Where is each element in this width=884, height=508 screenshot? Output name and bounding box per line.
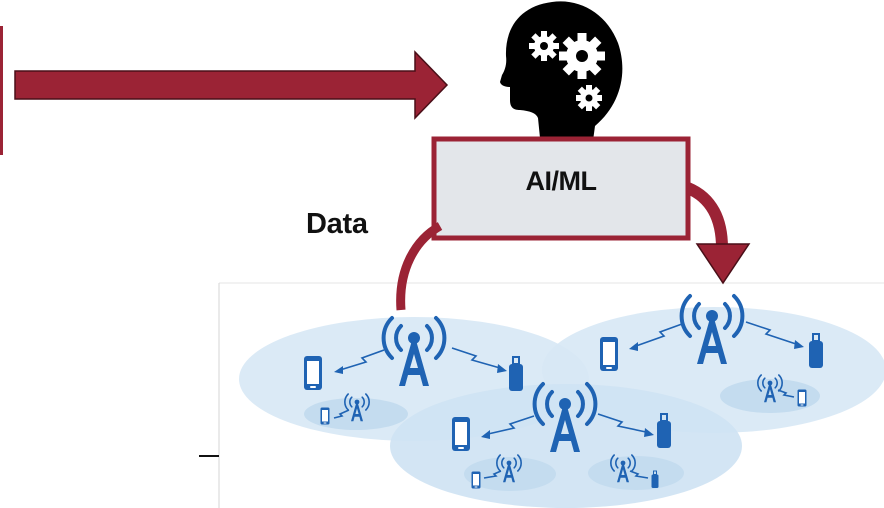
- smartphone-icon: [600, 337, 618, 371]
- smartphone-icon: [304, 356, 322, 390]
- wireless-links: [333, 321, 804, 479]
- head-with-gears-icon: [500, 1, 623, 164]
- smartphone-icon: [452, 417, 470, 451]
- small-cell-center-left: [464, 457, 556, 491]
- data-arrow-label: Data: [306, 208, 368, 240]
- smartphone-icon: [471, 471, 481, 489]
- aiml-box: [431, 136, 691, 241]
- smartphone-icon: [797, 389, 807, 407]
- smartphone-icon: [320, 407, 330, 425]
- output-arrow-shaft: [685, 182, 728, 249]
- output-arrow-head: [695, 243, 751, 285]
- aiml-box-label: AI/ML: [525, 166, 598, 196]
- data-feedback-arrow: [396, 222, 443, 311]
- input-arrow: [14, 50, 449, 120]
